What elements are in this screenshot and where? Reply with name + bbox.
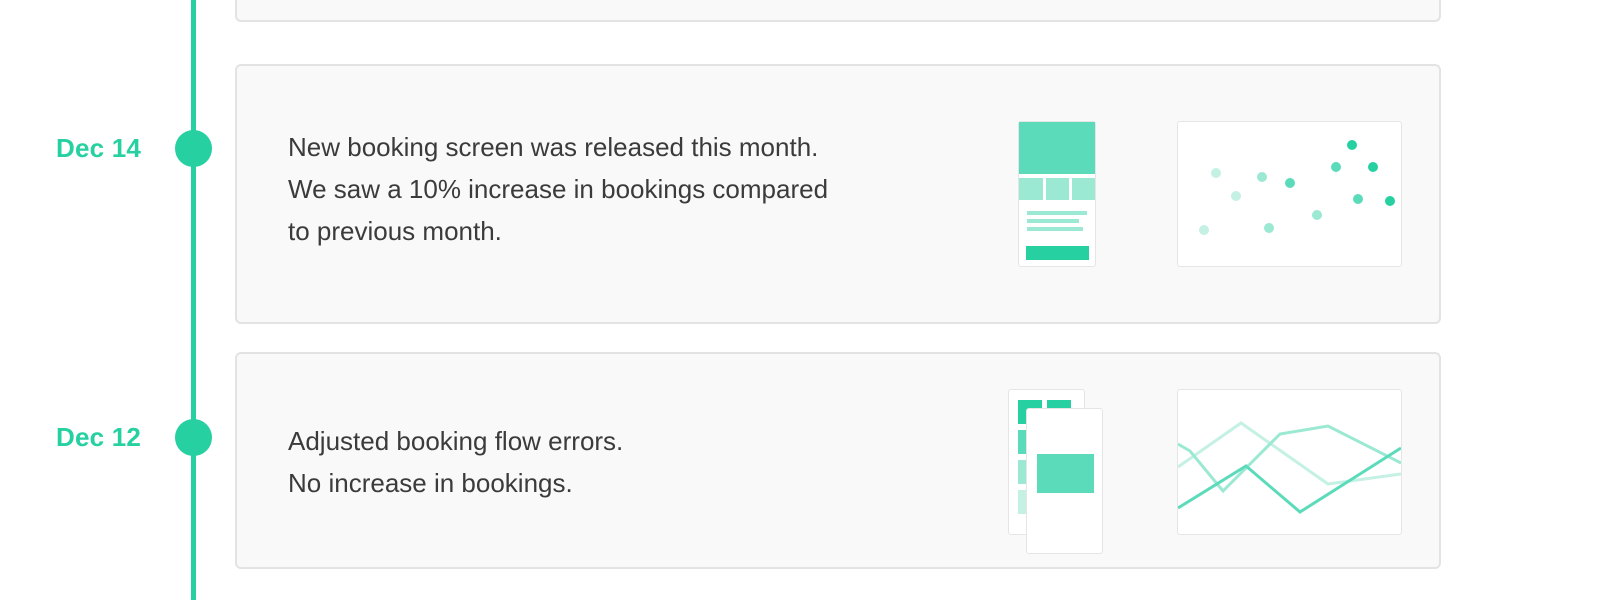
timeline-date: Dec 14 xyxy=(56,133,142,163)
card-text-line: We saw a 10% increase in bookings compar… xyxy=(288,174,829,204)
scatter-chart-icon xyxy=(1177,121,1402,267)
mobile-screen-mockup-graphic xyxy=(1019,122,1095,260)
card-description: Adjusted booking flow errors. No increas… xyxy=(288,420,623,504)
line-chart-icon xyxy=(1177,389,1402,535)
stacked-screens-front-graphic xyxy=(1037,454,1094,493)
timeline-card[interactable]: New booking screen was released this mon… xyxy=(235,64,1441,324)
line-chart-graphic xyxy=(1177,421,1402,514)
timeline-line xyxy=(191,0,196,600)
timeline-card-previous[interactable] xyxy=(235,0,1441,22)
stacked-screens-mockup-icon xyxy=(1026,408,1103,554)
card-text-line: to previous month. xyxy=(288,216,502,246)
card-text-line: New booking screen was released this mon… xyxy=(288,132,819,162)
timeline-dot xyxy=(175,130,212,167)
mobile-screen-mockup-icon xyxy=(1018,121,1096,267)
card-text-line: Adjusted booking flow errors. xyxy=(288,426,624,456)
timeline-dot xyxy=(175,419,212,456)
card-description: New booking screen was released this mon… xyxy=(288,126,828,252)
card-text-line: No increase in bookings. xyxy=(288,468,573,498)
timeline-card[interactable]: Adjusted booking flow errors. No increas… xyxy=(235,352,1441,569)
scatter-chart-graphic xyxy=(1199,140,1395,235)
timeline-date: Dec 12 xyxy=(56,422,142,452)
